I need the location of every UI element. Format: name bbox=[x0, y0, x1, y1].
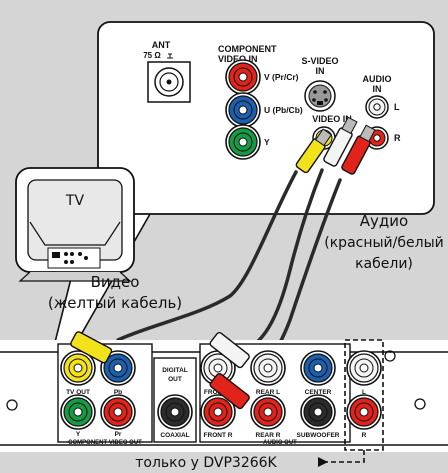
tv-label: TV bbox=[65, 193, 85, 209]
video-caption-line-1: Видео bbox=[91, 273, 140, 291]
pb-label: Pb bbox=[114, 389, 122, 396]
component-y-jack bbox=[225, 124, 261, 160]
component-pb-label: U (Pb/Cb) bbox=[264, 105, 303, 115]
tv-side-plugs bbox=[295, 116, 376, 175]
ground-symbol-icon bbox=[167, 53, 173, 59]
component-label-2: VIDEO IN bbox=[218, 54, 258, 64]
digital-out-label-1: DIGITAL bbox=[162, 367, 188, 374]
audio-out-label: AUDIO OUT bbox=[263, 440, 297, 446]
rear-l-label: REAR L bbox=[256, 389, 280, 396]
svideo-label-1: S-VIDEO bbox=[301, 56, 338, 66]
audio-caption-line-2: (красный/белый bbox=[324, 235, 443, 251]
video-caption-line-2: (желтый кабель) bbox=[48, 294, 182, 312]
svideo-label-2: IN bbox=[316, 66, 325, 76]
audio-r-label: R bbox=[394, 133, 401, 143]
audio-caption-line-1: Аудио bbox=[360, 212, 408, 230]
audio-in-label-2: IN bbox=[373, 84, 382, 94]
component-pb-jack bbox=[225, 92, 261, 128]
rear-l-jack bbox=[250, 350, 286, 386]
l-label: L bbox=[362, 389, 366, 396]
subwoofer-jack bbox=[300, 394, 336, 430]
rear-r-label: REAR R bbox=[256, 432, 281, 439]
r-out-jack bbox=[346, 394, 382, 430]
component-pr-jack bbox=[225, 59, 261, 95]
pr-out-jack bbox=[100, 394, 136, 430]
digital-out-label-2: OUT bbox=[168, 376, 182, 383]
dvp3266k-highlight bbox=[344, 339, 384, 451]
audio-caption-line-3: кабели) bbox=[355, 256, 413, 272]
center-jack bbox=[300, 350, 336, 386]
component-label-1: COMPONENT bbox=[218, 44, 277, 54]
rear-r-jack bbox=[250, 394, 286, 430]
ant-ohms: 75 Ω bbox=[143, 51, 161, 60]
model-note: только у DVP3266K bbox=[135, 455, 277, 471]
pr-label: Pr bbox=[115, 431, 122, 438]
player-side-plugs bbox=[70, 331, 250, 410]
tv-out-label: TV OUT bbox=[66, 389, 90, 396]
callout-join bbox=[101, 160, 181, 168]
y-out-label: Y bbox=[76, 431, 81, 438]
arrow-icon bbox=[318, 457, 328, 467]
front-r-label: FRONT R bbox=[204, 432, 233, 439]
coaxial-label: COAXIAL bbox=[160, 432, 189, 439]
component-video-out-label: COMPONENT VIDEO OUT bbox=[68, 440, 142, 446]
coaxial-jack bbox=[157, 394, 193, 430]
audio-in-label-1: AUDIO bbox=[363, 74, 392, 84]
subwoofer-label: SUBWOOFER bbox=[297, 432, 340, 439]
center-label: CENTER bbox=[305, 389, 332, 396]
audio-in-l-jack bbox=[365, 95, 389, 119]
component-y-label: Y bbox=[264, 137, 270, 147]
l-out-jack bbox=[346, 350, 382, 386]
video-in-label: VIDEO IN bbox=[312, 114, 352, 124]
ant-label: ANT bbox=[152, 40, 171, 50]
audio-l-label: L bbox=[394, 102, 400, 112]
y-out-jack bbox=[60, 394, 96, 430]
tv-set-icon bbox=[15, 167, 135, 282]
component-pr-label: V (Pr/Cr) bbox=[264, 72, 299, 82]
r-label: R bbox=[362, 432, 367, 439]
model-note-leader bbox=[318, 450, 365, 463]
